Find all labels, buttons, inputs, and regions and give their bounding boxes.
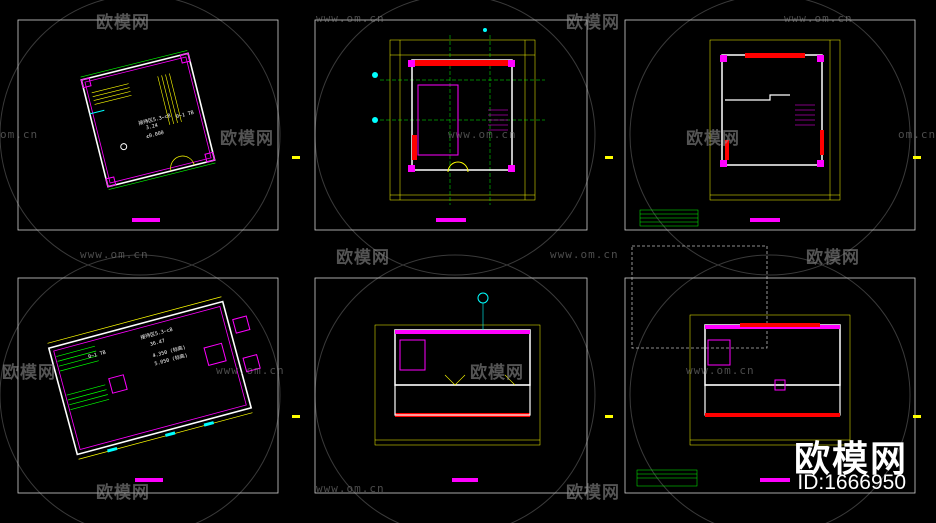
- plan-5: [374, 292, 541, 482]
- sheet-side-marks: [292, 156, 921, 418]
- plan-3: [639, 39, 841, 227]
- watermark-logo: 欧模网: [806, 248, 860, 268]
- plan-4-rotated: [47, 296, 261, 460]
- watermark-url: om.cn: [898, 128, 936, 141]
- watermark-url: www.om.cn: [316, 12, 385, 25]
- watermark-url: www.om.cn: [216, 364, 285, 377]
- watermark-url: www.om.cn: [686, 364, 755, 377]
- watermark-logo: 欧模网: [566, 13, 620, 33]
- title-blocks: [132, 218, 163, 482]
- dashed-selection-box: [631, 245, 768, 349]
- brand-logo: 欧模网: [793, 439, 908, 480]
- plan-1-rotated: [80, 50, 216, 190]
- sheet-frames: [17, 19, 916, 494]
- watermark-logo: 欧模网: [96, 483, 150, 503]
- watermark-logo: 欧模网: [2, 363, 56, 383]
- watermark-logo: 欧模网: [336, 248, 390, 268]
- watermark-url: www.om.cn: [80, 248, 149, 261]
- watermark-url: om.cn: [0, 128, 39, 141]
- watermark-logo: 欧模网: [686, 129, 740, 149]
- watermark-logo: 欧模网: [470, 363, 524, 383]
- watermark-url: www.om.cn: [784, 12, 853, 25]
- watermark-logo: 欧模网: [220, 129, 274, 149]
- watermark-url: www.om.cn: [448, 128, 517, 141]
- brand-id-label: ID:1666950: [797, 471, 906, 494]
- watermark-url: www.om.cn: [316, 482, 385, 495]
- watermark-url: www.om.cn: [550, 248, 619, 261]
- watermark-logo: 欧模网: [566, 483, 620, 503]
- plan-6: [636, 314, 851, 487]
- watermark-circles: [0, 0, 911, 523]
- watermark-logo: 欧模网: [96, 13, 150, 33]
- plan-2: [372, 28, 545, 222]
